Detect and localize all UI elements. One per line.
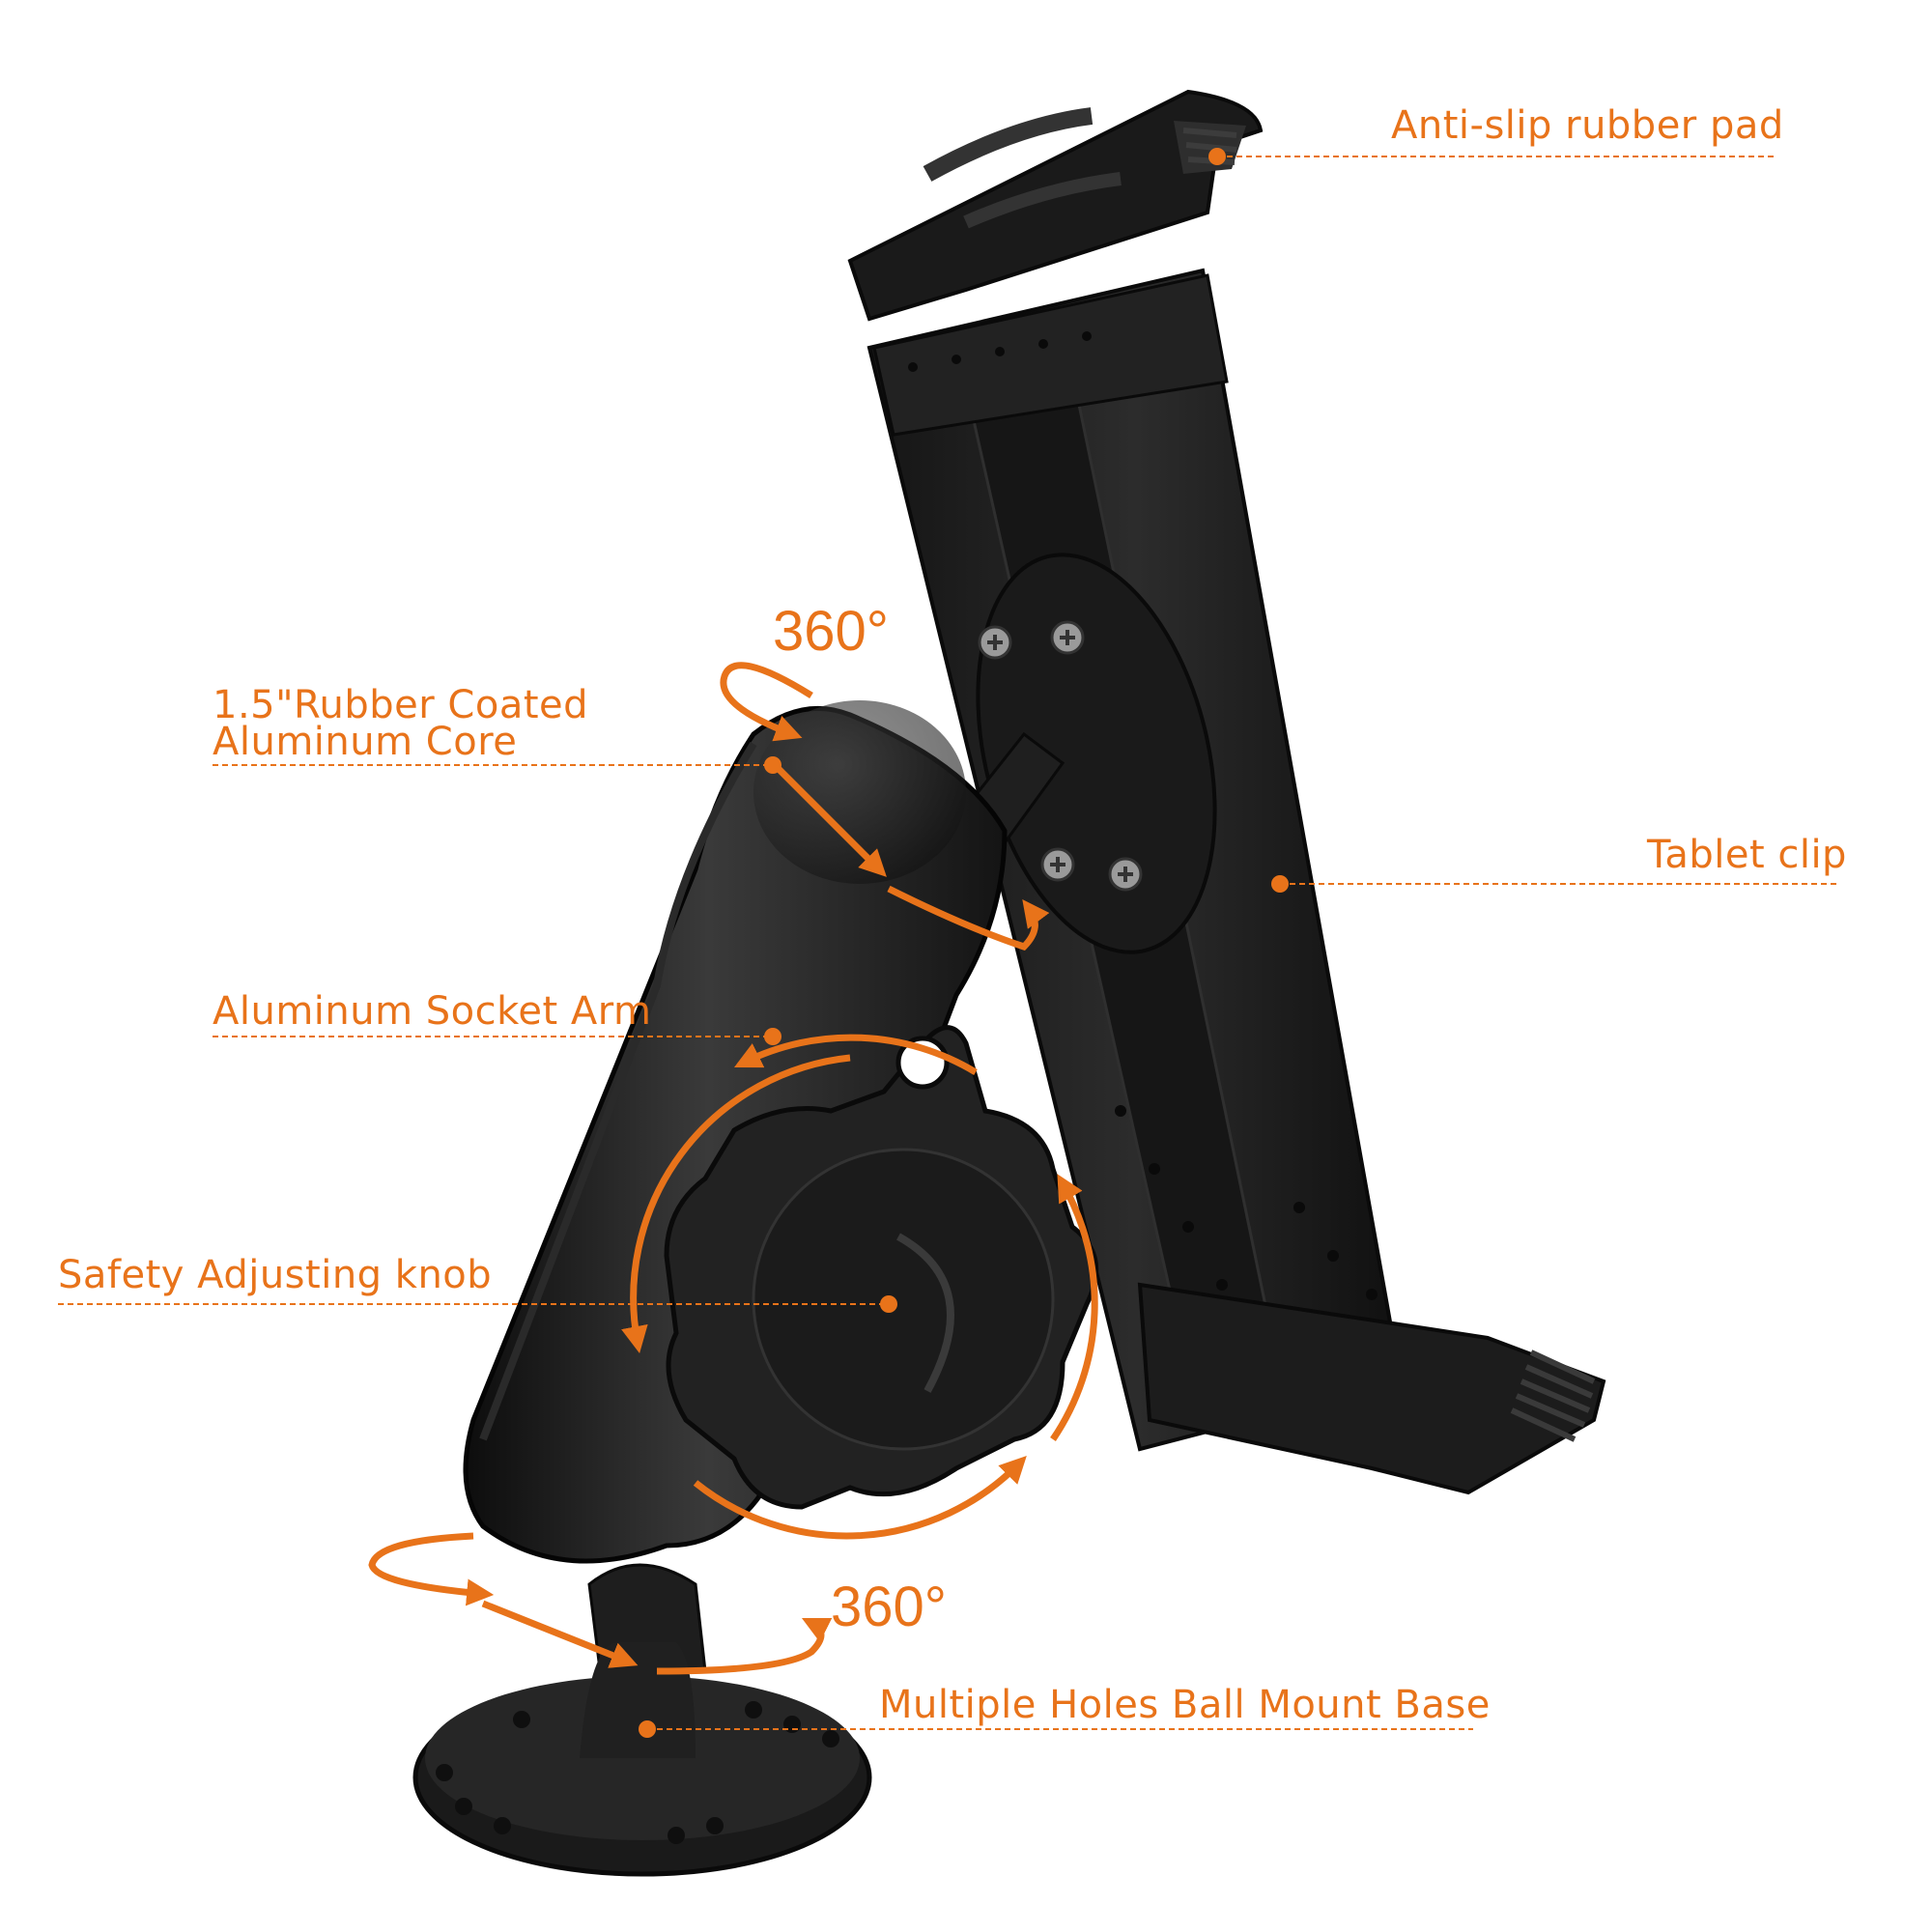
rotation-label-bottom: 360° <box>831 1576 947 1638</box>
leader-lines <box>58 156 1840 1730</box>
ball-mount-base <box>412 1563 872 1877</box>
rotation-arrows <box>368 662 1098 1675</box>
callout-knob: Safety Adjusting knob <box>58 1253 493 1297</box>
callout-base: Multiple Holes Ball Mount Base <box>879 1683 1491 1727</box>
callout-rubber-pad: Anti-slip rubber pad <box>1391 103 1784 148</box>
adjusting-knob <box>664 1025 1099 1510</box>
callout-socket-arm: Aluminum Socket Arm <box>213 989 652 1034</box>
top-rubber-pad <box>847 89 1264 322</box>
bottom-rubber-pad <box>1137 1282 1606 1495</box>
callout-rubber-core-line2: Aluminum Core <box>213 720 518 764</box>
callout-tablet-clip: Tablet clip <box>1647 833 1847 877</box>
rotation-label-top: 360° <box>773 600 889 663</box>
callout-rubber-core-line1: 1.5"Rubber Coated <box>213 683 589 727</box>
leader-dots <box>639 148 1289 1738</box>
